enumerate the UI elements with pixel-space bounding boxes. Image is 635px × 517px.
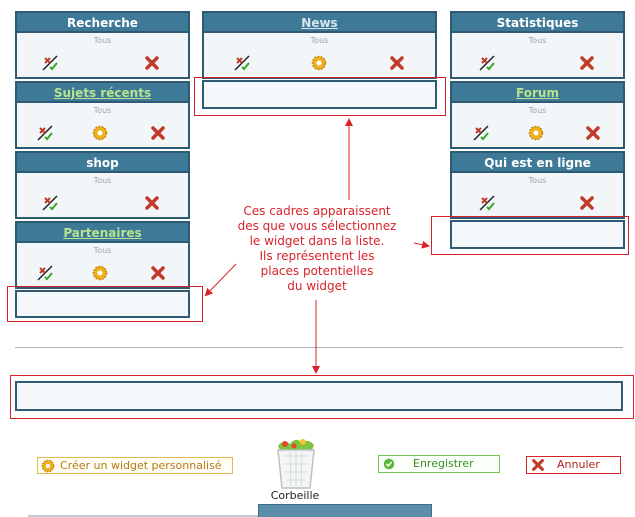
widget-news[interactable]: News Tous: [202, 11, 437, 79]
widget-scope: Tous: [93, 176, 112, 185]
divider: [15, 347, 623, 348]
widget-title[interactable]: Statistiques: [452, 13, 623, 33]
drop-slot-center[interactable]: [202, 80, 437, 109]
annotation-line: Ces cadres apparaissent: [243, 204, 391, 218]
widget-scope: Tous: [93, 36, 112, 45]
widget-title[interactable]: Recherche: [17, 13, 188, 33]
annotation-line: places potentielles: [260, 264, 374, 278]
widget-scope: Tous: [528, 36, 547, 45]
bottom-divider: [28, 515, 258, 517]
create-widget-label: Créer un widget personnalisé: [60, 459, 222, 472]
delete-icon[interactable]: [579, 195, 595, 211]
annotation-text: Ces cadres apparaissent des que vous sél…: [222, 204, 412, 294]
settings-icon[interactable]: [92, 125, 108, 141]
widget-shop[interactable]: shop Tous: [15, 151, 190, 219]
highlight-box-right: [431, 216, 629, 255]
settings-icon[interactable]: [528, 125, 544, 141]
cancel-button[interactable]: Annuler: [526, 456, 621, 474]
settings-icon: [41, 459, 55, 473]
widget-scope: Tous: [528, 176, 547, 185]
delete-icon[interactable]: [144, 195, 160, 211]
widget-scope: Tous: [93, 246, 112, 255]
highlight-box-center: [194, 77, 446, 116]
drop-slot-left[interactable]: [15, 290, 190, 318]
widget-title[interactable]: Partenaires: [17, 223, 188, 243]
delete-icon: [532, 459, 544, 471]
widget-title[interactable]: Qui est en ligne: [452, 153, 623, 173]
save-label: Enregistrer: [413, 457, 474, 470]
create-widget-button[interactable]: Créer un widget personnalisé: [37, 457, 233, 474]
delete-icon[interactable]: [579, 55, 595, 71]
delete-icon[interactable]: [144, 55, 160, 71]
widget-title[interactable]: Sujets récents: [17, 83, 188, 103]
widget-title[interactable]: News: [204, 13, 435, 33]
widget-scope: Tous: [310, 36, 329, 45]
widget-sujets-recents[interactable]: Sujets récents Tous: [15, 81, 190, 149]
widget-title[interactable]: Forum: [452, 83, 623, 103]
bottom-panel-tab[interactable]: [258, 504, 432, 517]
check-icon: [383, 458, 395, 470]
unpin-icon[interactable]: [479, 195, 495, 211]
widget-scope: Tous: [528, 106, 547, 115]
highlight-box-bottom: [10, 375, 634, 419]
settings-icon[interactable]: [311, 55, 327, 71]
annotation-line: Ils représentent les: [259, 249, 375, 263]
widget-statistiques[interactable]: Statistiques Tous: [450, 11, 625, 79]
delete-icon[interactable]: [150, 125, 166, 141]
delete-icon[interactable]: [150, 265, 166, 281]
arrow-right: [413, 240, 430, 249]
unpin-icon[interactable]: [473, 125, 489, 141]
unpin-icon[interactable]: [37, 125, 53, 141]
unpin-icon[interactable]: [42, 195, 58, 211]
cancel-label: Annuler: [557, 458, 600, 471]
widget-qui-est-en-ligne[interactable]: Qui est en ligne Tous: [450, 151, 625, 219]
drop-slot-right[interactable]: [450, 220, 625, 249]
drop-slot-bottom[interactable]: [15, 381, 623, 411]
widget-scope: Tous: [93, 106, 112, 115]
annotation-line: des que vous sélectionnez: [237, 219, 397, 233]
widget-title[interactable]: shop: [17, 153, 188, 173]
annotation-line: du widget: [287, 279, 347, 293]
widget-recherche[interactable]: Recherche Tous: [15, 11, 190, 79]
settings-icon[interactable]: [92, 265, 108, 281]
highlight-box-left: [7, 286, 203, 322]
widget-partenaires[interactable]: Partenaires Tous: [15, 221, 190, 289]
unpin-icon[interactable]: [479, 55, 495, 71]
trash-icon[interactable]: [270, 436, 322, 490]
save-button[interactable]: Enregistrer: [378, 455, 500, 473]
delete-icon[interactable]: [389, 55, 405, 71]
widget-forum[interactable]: Forum Tous: [450, 81, 625, 149]
unpin-icon[interactable]: [37, 265, 53, 281]
trash-label: Corbeille: [270, 489, 320, 502]
delete-icon[interactable]: [585, 125, 601, 141]
unpin-icon[interactable]: [234, 55, 250, 71]
unpin-icon[interactable]: [42, 55, 58, 71]
annotation-line: le widget dans la liste.: [249, 234, 385, 248]
